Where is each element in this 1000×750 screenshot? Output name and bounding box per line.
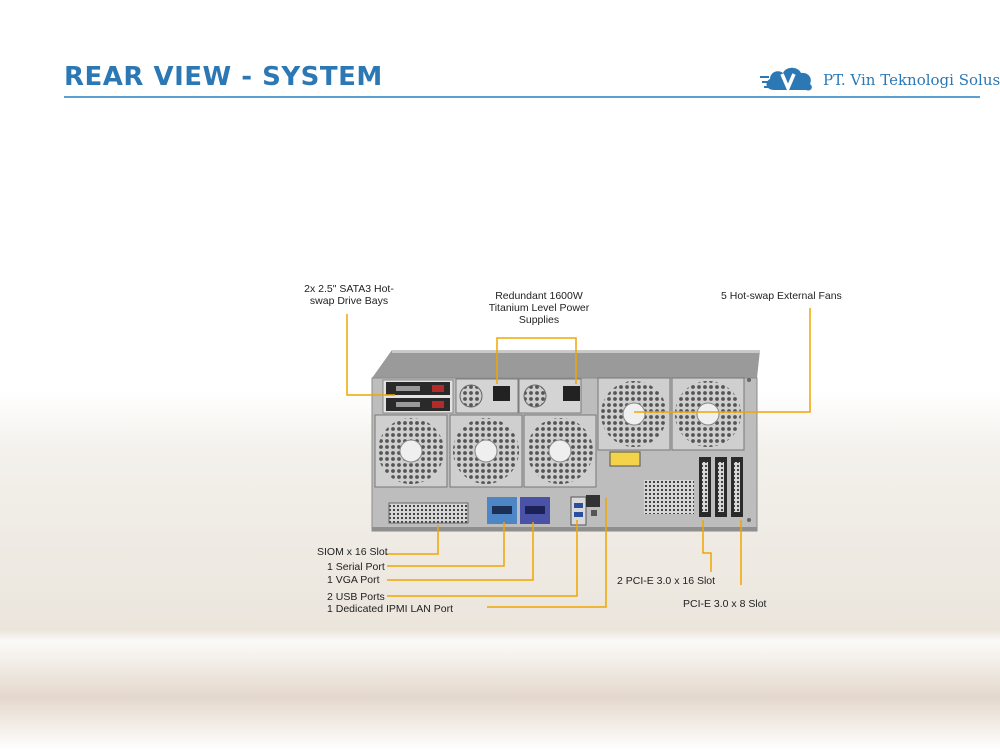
- callout-fans: 5 Hot-swap External Fans: [721, 290, 842, 302]
- callout-usb: 2 USB Ports: [327, 591, 385, 603]
- callout-pcie16: 2 PCI-E 3.0 x 16 Slot: [617, 575, 716, 587]
- lower-fans: [374, 414, 597, 488]
- chassis-top: [372, 350, 760, 378]
- ipmi-lan-port: [586, 495, 600, 507]
- callout-serial: 1 Serial Port: [327, 561, 385, 573]
- rear-vent: [644, 480, 694, 514]
- callout-vga: 1 VGA Port: [327, 574, 380, 586]
- callout-pcie8: PCI-E 3.0 x 8 Slot: [683, 598, 767, 610]
- callout-drive-bays: 2x 2.5" SATA3 Hot-swap Drive Bays: [304, 283, 394, 307]
- callout-line-pcie16: [702, 520, 712, 572]
- usb-ports: [570, 496, 587, 526]
- callout-power-supplies: Redundant 1600W Titanium Level Power Sup…: [488, 290, 590, 326]
- callout-line-siom: [385, 525, 439, 555]
- siom-slot: [388, 502, 469, 524]
- callout-line-fans: [634, 308, 811, 413]
- callout-line-drive-bays: [346, 314, 395, 396]
- title-underline: [64, 96, 980, 98]
- warning-label: [609, 451, 641, 467]
- callout-line-serial: [387, 522, 505, 567]
- callout-ipmi: 1 Dedicated IPMI LAN Port: [327, 603, 454, 615]
- callout-line-vga: [387, 522, 534, 581]
- logo-text: PT. Vin Teknologi Solusi: [823, 71, 1000, 89]
- top-fans: [597, 377, 745, 451]
- company-logo: PT. Vin Teknologi Solusi: [760, 62, 1000, 98]
- callout-line-power-supplies: [496, 337, 577, 384]
- page-title: REAR VIEW - SYSTEM: [64, 62, 383, 92]
- drive-bays: [382, 379, 454, 414]
- callout-line-usb: [387, 520, 578, 597]
- pcie-slots: [699, 457, 743, 517]
- callout-line-ipmi: [487, 498, 607, 608]
- callout-lines: [346, 308, 811, 608]
- cloud-v-icon: [760, 67, 812, 93]
- chassis-bottom-edge: [372, 527, 757, 531]
- io-ports: [487, 495, 600, 526]
- callout-siom: SIOM x 16 Slot: [317, 546, 388, 558]
- power-supplies: [455, 378, 582, 414]
